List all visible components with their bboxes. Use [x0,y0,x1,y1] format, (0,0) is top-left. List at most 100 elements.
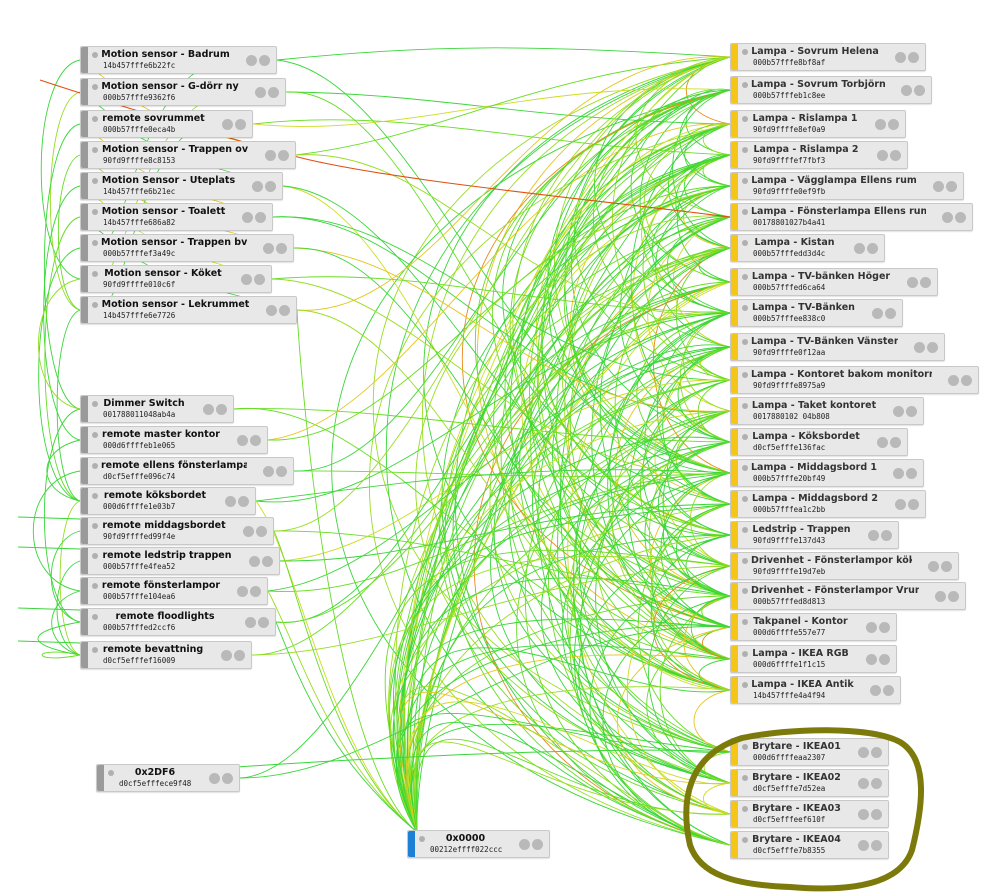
input-port-button[interactable] [866,654,877,665]
input-port-button[interactable] [877,437,888,448]
input-port-button[interactable] [266,305,277,316]
input-port-button[interactable] [263,243,274,254]
output-port-button[interactable] [256,526,267,537]
output-port-button[interactable] [276,466,287,477]
input-port-button[interactable] [895,52,906,63]
input-port-button[interactable] [222,119,233,130]
input-port-button[interactable] [948,375,959,386]
input-port-button[interactable] [858,747,869,758]
output-port-button[interactable] [906,468,917,479]
output-port-button[interactable] [955,212,966,223]
input-port-button[interactable] [866,622,877,633]
input-port-button[interactable] [265,150,276,161]
output-port-button[interactable] [871,809,882,820]
input-port-button[interactable] [877,150,888,161]
output-port-button[interactable] [222,773,233,784]
output-port-button[interactable] [258,617,269,628]
input-port-button[interactable] [935,591,946,602]
output-port-button[interactable] [885,308,896,319]
input-port-button[interactable] [519,839,530,850]
input-port-button[interactable] [928,561,939,572]
input-port-button[interactable] [263,466,274,477]
output-port-button[interactable] [235,119,246,130]
input-port-button[interactable] [893,468,904,479]
output-port-button[interactable] [265,181,276,192]
output-port-button[interactable] [948,591,959,602]
input-port-button[interactable] [858,809,869,820]
output-port-button[interactable] [871,778,882,789]
input-port-button[interactable] [237,435,248,446]
output-port-button[interactable] [908,52,919,63]
output-port-button[interactable] [216,404,227,415]
output-port-button[interactable] [268,87,279,98]
input-port-button[interactable] [942,212,953,223]
input-port-button[interactable] [895,499,906,510]
input-port-button[interactable] [241,274,252,285]
output-port-button[interactable] [262,556,273,567]
output-port-button[interactable] [250,435,261,446]
output-port-button[interactable] [914,85,925,96]
output-port-button[interactable] [883,685,894,696]
input-port-button[interactable] [901,85,912,96]
input-port-button[interactable] [246,55,257,66]
input-port-button[interactable] [203,404,214,415]
input-port-button[interactable] [907,277,918,288]
input-port-button[interactable] [933,181,944,192]
output-port-button[interactable] [888,119,899,130]
output-port-button[interactable] [881,530,892,541]
output-port-button[interactable] [920,277,931,288]
input-port-button[interactable] [868,530,879,541]
input-port-button[interactable] [245,617,256,628]
input-port-button[interactable] [858,778,869,789]
output-port-button[interactable] [890,437,901,448]
output-port-button[interactable] [276,243,287,254]
input-port-button[interactable] [209,773,220,784]
output-port-button[interactable] [278,150,289,161]
input-port-button[interactable] [870,685,881,696]
output-port-button[interactable] [961,375,972,386]
output-port-button[interactable] [238,496,249,507]
output-port-button[interactable] [250,586,261,597]
output-port-button[interactable] [879,622,890,633]
input-port-button[interactable] [242,212,253,223]
output-port-button[interactable] [871,747,882,758]
output-port-button[interactable] [532,839,543,850]
input-port-button[interactable] [872,308,883,319]
input-port-button[interactable] [914,342,925,353]
input-port-button[interactable] [243,526,254,537]
